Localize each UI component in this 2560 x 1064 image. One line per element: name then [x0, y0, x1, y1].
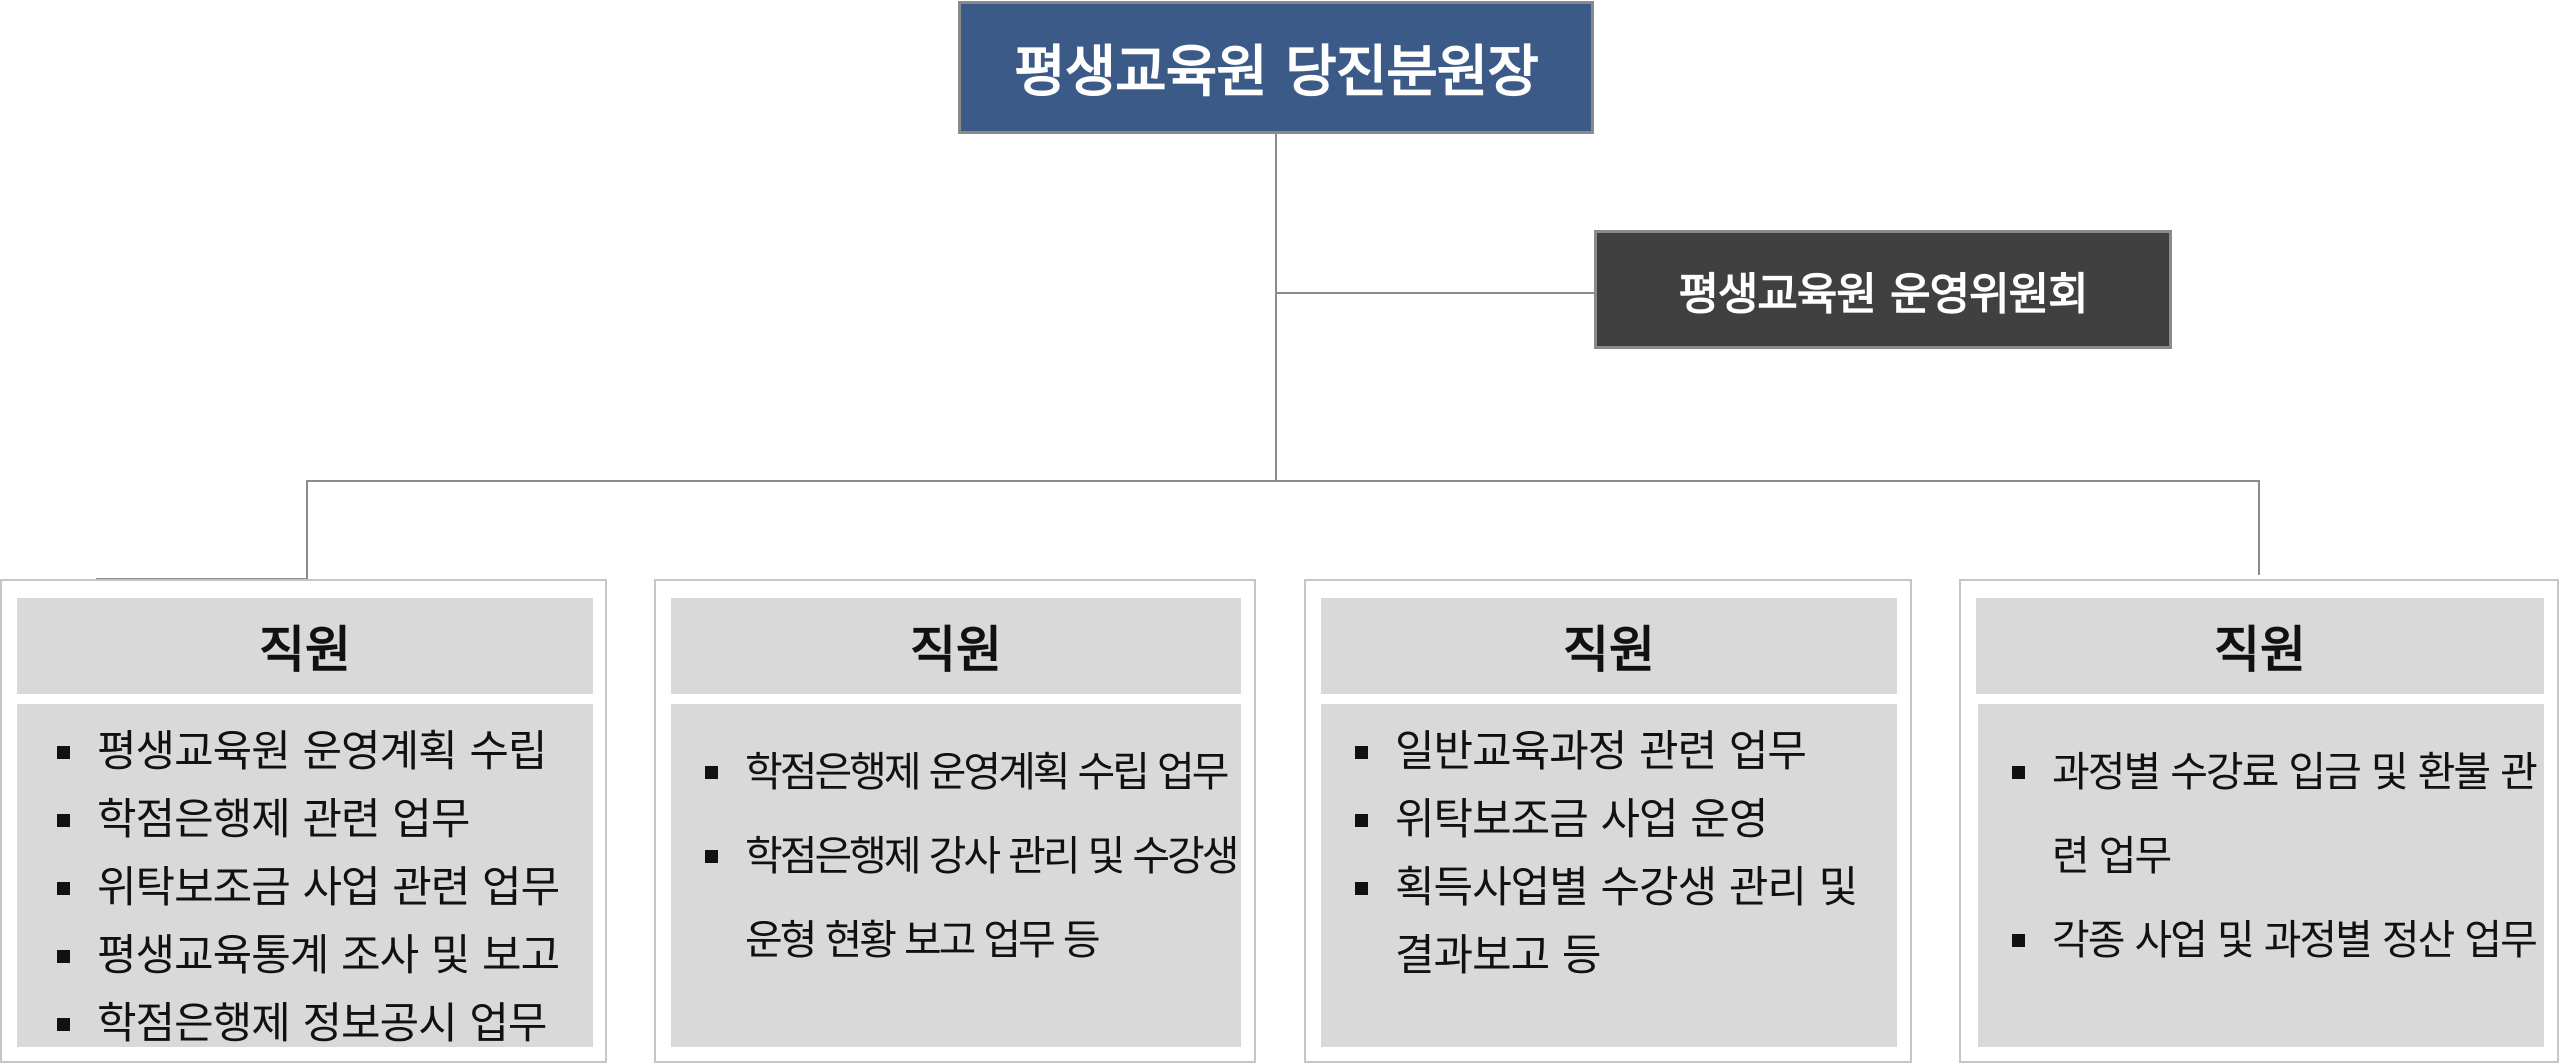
staff-title-label: 직원 — [910, 621, 1002, 679]
duty-item: 각종 사업 및 과정별 정산 업무 — [2006, 898, 2540, 982]
staff-title-label: 직원 — [1563, 621, 1655, 679]
staff-duties: 일반교육과정 관련 업무 위탁보조금 사업 운영 획득사업별 수강생 관리 및 … — [1321, 704, 1897, 1047]
staff-title: 직원 — [671, 598, 1241, 694]
staff-title-label: 직원 — [259, 621, 351, 679]
duty-item: 일반교육과정 관련 업무 — [1349, 718, 1893, 786]
duty-item: 학점은행제 관련 업무 — [51, 786, 583, 854]
staff-title: 직원 — [1321, 598, 1897, 694]
duty-item: 위탁보조금 사업 운영 — [1349, 786, 1893, 854]
director-title: 평생교육원 당진분원장 — [1014, 40, 1539, 105]
duty-item: 위탁보조금 사업 관련 업무 — [51, 854, 583, 922]
committee-title: 평생교육원 운영위원회 — [1678, 268, 2088, 320]
duty-item: 학점은행제 정보공시 업무 — [51, 990, 583, 1058]
duty-item: 평생교육통계 조사 및 보고 — [51, 922, 583, 990]
duty-item: 학점은행제 강사 관리 및 수강생 운형 현황 보고 업무 등 — [699, 814, 1240, 982]
connector-horizontal-staff — [306, 480, 2260, 482]
connector-drop-col4 — [2258, 480, 2260, 575]
staff-title-label: 직원 — [2214, 621, 2306, 679]
staff-title: 직원 — [1976, 598, 2544, 694]
connector-vertical-main — [1275, 134, 1277, 482]
connector-drop-col1 — [306, 480, 308, 579]
staff-duties: 평생교육원 운영계획 수립 학점은행제 관련 업무 위탁보조금 사업 관련 업무… — [17, 704, 593, 1049]
duty-item: 과정별 수강료 입금 및 환불 관련 업무 — [2006, 730, 2540, 898]
staff-column-2: 직원 학점은행제 운영계획 수립 업무 학점은행제 강사 관리 및 수강생 운형… — [654, 579, 1256, 1063]
duty-item: 획득사업별 수강생 관리 및 결과보고 등 — [1349, 854, 1893, 990]
staff-column-4: 직원 과정별 수강료 입금 및 환불 관련 업무 각종 사업 및 과정별 정산 … — [1959, 579, 2559, 1063]
duty-item: 학점은행제 운영계획 수립 업무 — [699, 730, 1237, 814]
duty-item: 평생교육원 운영계획 수립 — [51, 718, 583, 786]
staff-duties: 과정별 수강료 입금 및 환불 관련 업무 각종 사업 및 과정별 정산 업무 — [1978, 704, 2544, 1047]
staff-column-1: 직원 평생교육원 운영계획 수립 학점은행제 관련 업무 위탁보조금 사업 관련… — [0, 579, 607, 1063]
staff-title: 직원 — [17, 598, 593, 694]
director-box: 평생교육원 당진분원장 — [958, 1, 1594, 134]
committee-box: 평생교육원 운영위원회 — [1594, 230, 2172, 349]
staff-column-3: 직원 일반교육과정 관련 업무 위탁보조금 사업 운영 획득사업별 수강생 관리… — [1304, 579, 1912, 1063]
connector-committee — [1276, 292, 1594, 294]
staff-duties: 학점은행제 운영계획 수립 업무 학점은행제 강사 관리 및 수강생 운형 현황… — [671, 704, 1241, 1047]
